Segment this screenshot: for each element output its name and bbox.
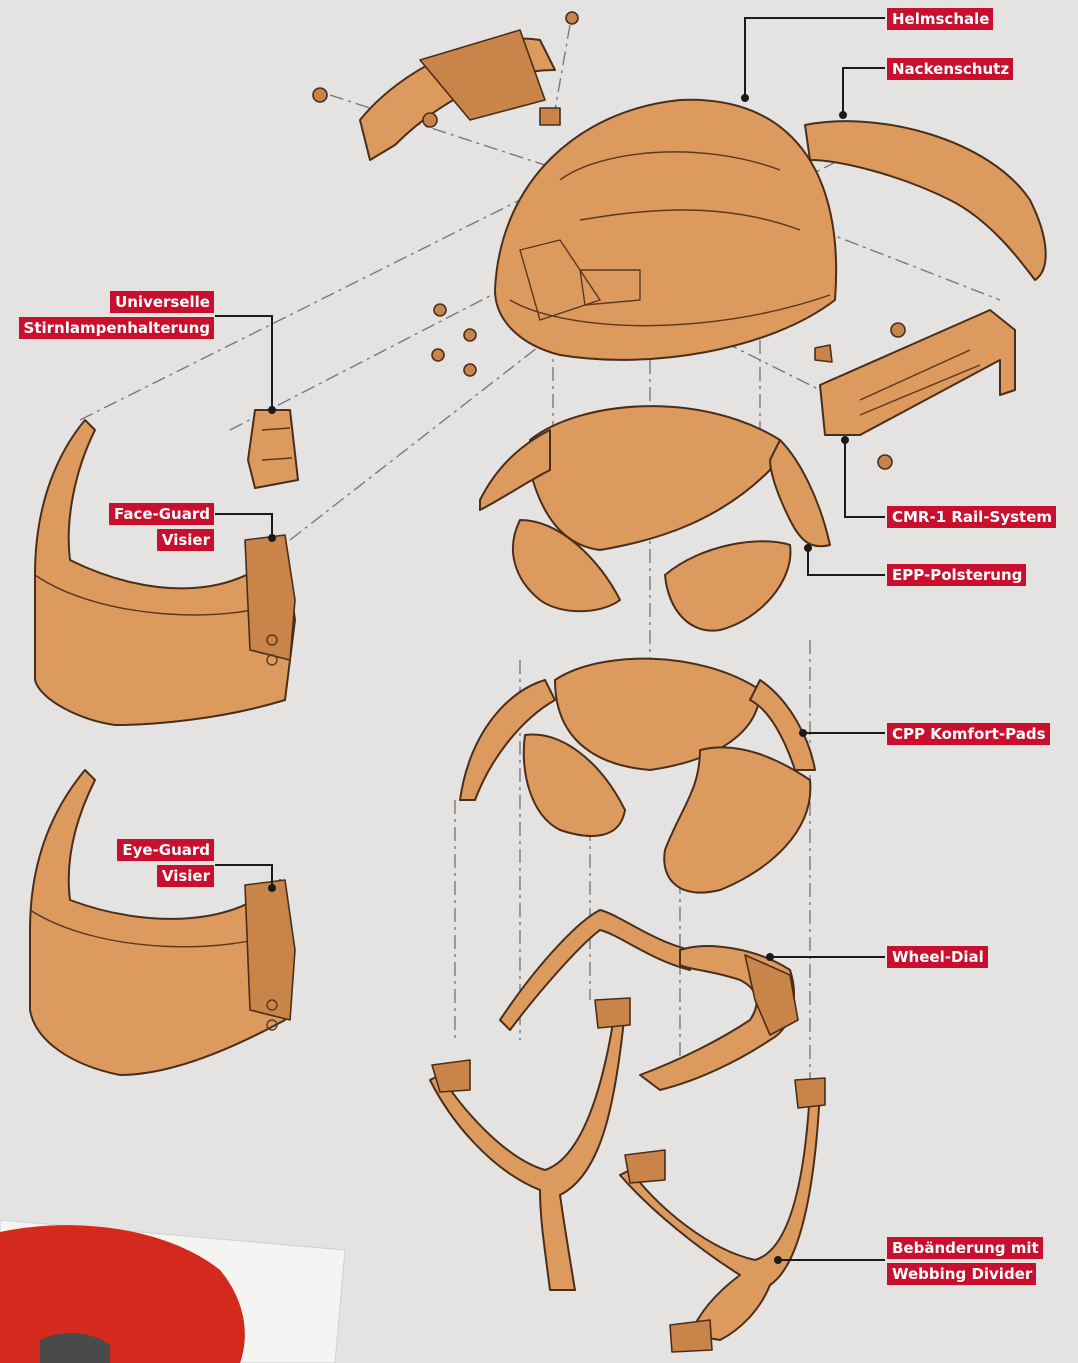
label-nackenschutz-text: Nackenschutz	[887, 58, 1013, 80]
neck-guard	[805, 121, 1046, 280]
label-webbing: Bebänderung mit Webbing Divider	[887, 1237, 1043, 1289]
label-eye-guard-line1: Eye-Guard	[117, 839, 214, 861]
label-webbing-line1: Bebänderung mit	[887, 1237, 1043, 1259]
label-epp: EPP-Polsterung	[887, 564, 1026, 590]
helmet-shell	[495, 100, 836, 360]
label-face-guard-line2: Visier	[157, 529, 214, 551]
label-face-guard-line1: Face-Guard	[109, 503, 214, 525]
lamp-mount	[248, 304, 476, 488]
label-face-guard: Face-Guard Visier	[109, 503, 214, 555]
rail-left-top	[313, 12, 578, 160]
label-wheel-dial: Wheel-Dial	[887, 946, 988, 972]
epp-padding	[480, 406, 830, 630]
headband	[500, 910, 798, 1090]
label-stirnlampe-line1: Universelle	[110, 291, 214, 313]
inset-helmet-photo	[0, 1220, 345, 1363]
label-helmschale-text: Helmschale	[887, 8, 993, 30]
label-helmschale: Helmschale	[887, 8, 993, 34]
label-cpp-text: CPP Komfort-Pads	[887, 723, 1050, 745]
label-eye-guard-line2: Visier	[157, 865, 214, 887]
label-eye-guard: Eye-Guard Visier	[117, 839, 214, 891]
webbing-straps	[430, 998, 825, 1352]
label-webbing-line2: Webbing Divider	[887, 1263, 1036, 1285]
eye-guard	[30, 770, 295, 1075]
label-wheel-dial-text: Wheel-Dial	[887, 946, 988, 968]
label-stirnlampe-line2: Stirnlampenhalterung	[19, 317, 214, 339]
label-epp-text: EPP-Polsterung	[887, 564, 1026, 586]
label-stirnlampenhalterung: Universelle Stirnlampenhalterung	[19, 291, 214, 343]
label-cpp: CPP Komfort-Pads	[887, 723, 1050, 749]
label-cmr-rail-text: CMR-1 Rail-System	[887, 506, 1056, 528]
cpp-pads	[460, 659, 815, 893]
label-cmr-rail: CMR-1 Rail-System	[887, 506, 1056, 532]
label-nackenschutz: Nackenschutz	[887, 58, 1013, 84]
